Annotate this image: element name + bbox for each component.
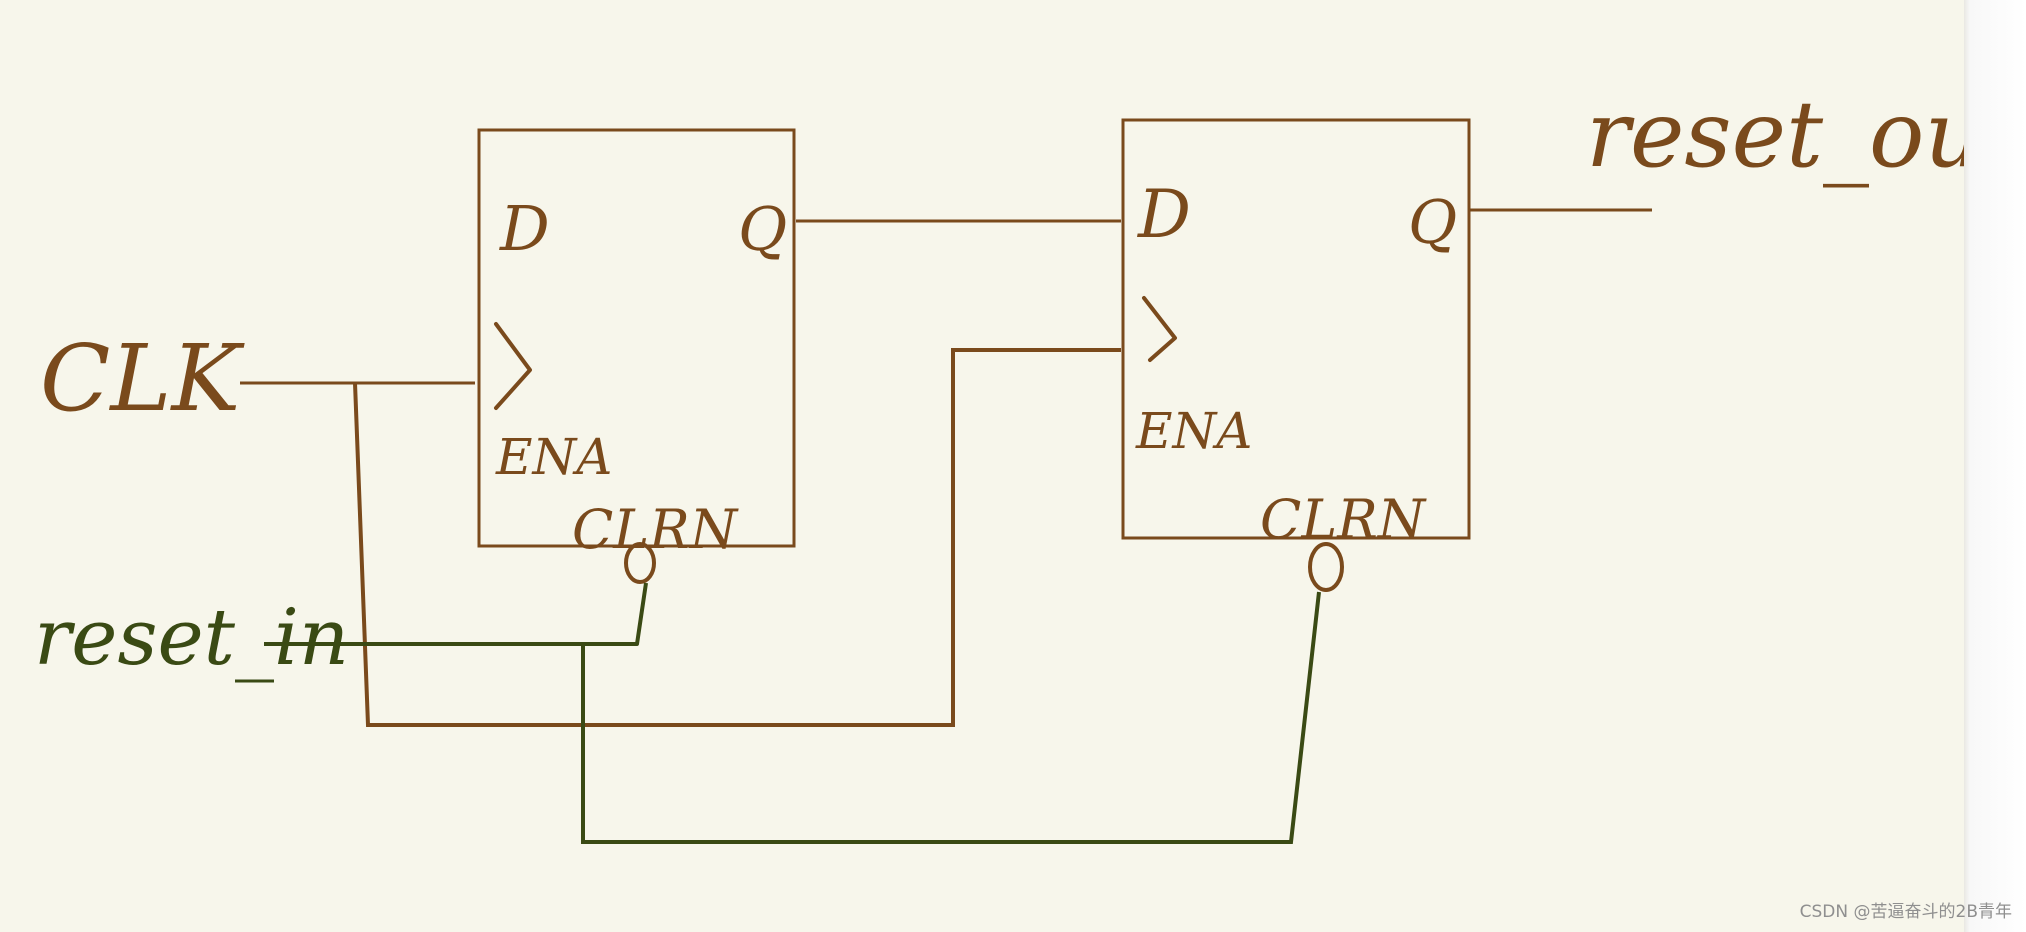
ff1-clrn-label: CLRN <box>572 498 739 561</box>
ff2-q-label: Q <box>1408 188 1457 258</box>
ff2-clrn-inverter-bubble <box>1308 542 1344 592</box>
ff2-clrn-label: CLRN <box>1260 488 1427 551</box>
reset-wiring <box>264 582 1321 844</box>
ff2-clock-symbol <box>1142 296 1177 362</box>
flip-flop-1: D Q ENA CLRN <box>477 128 796 584</box>
ff2-ena-label: ENA <box>1135 402 1252 460</box>
page-edge-shadow <box>1964 0 2026 932</box>
reset-branch-to-ff2-clrn-wire <box>581 591 1321 844</box>
flip-flop-2: D Q ENA CLRN <box>1121 118 1471 592</box>
flip-flop-2-body <box>1121 118 1471 540</box>
watermark: CSDN @苦逼奋斗的2B青年 <box>1799 902 2012 922</box>
clk-label: CLK <box>40 325 245 432</box>
ff1-clock-symbol <box>494 322 532 410</box>
reset-out-label: reset_out <box>1586 81 2022 188</box>
ff1-q-label: Q <box>738 195 787 265</box>
reset-in-to-ff1-clrn-wire <box>264 582 648 646</box>
ff1-d-label: D <box>499 192 550 265</box>
clock-wiring <box>240 348 1121 727</box>
ff1-clrn-inverter-bubble <box>624 542 656 584</box>
reset-in-label: reset_in <box>34 593 349 683</box>
ff2-d-label: D <box>1137 176 1191 253</box>
clk-branch-to-ff2-wire <box>353 348 1121 727</box>
ff1-ena-label: ENA <box>495 428 612 486</box>
